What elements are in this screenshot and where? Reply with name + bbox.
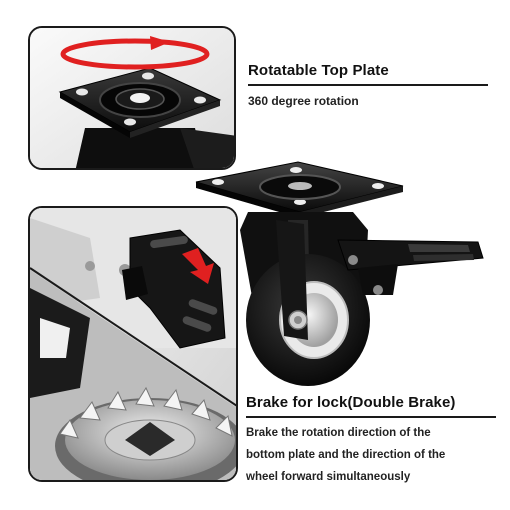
top-plate-caption: Rotatable Top Plate 360 degree rotation xyxy=(248,62,488,108)
top-plate-detail-image xyxy=(28,26,236,170)
caster-wheel-image xyxy=(188,160,488,390)
rotation-arrow-icon xyxy=(60,36,210,70)
brake-title: Brake for lock(Double Brake) xyxy=(246,394,456,411)
press-down-arrow-icon xyxy=(182,248,214,284)
description-line: wheel forward simultaneously xyxy=(246,471,411,483)
brake-description: Brake the rotation direction of the bott… xyxy=(246,422,496,488)
title-underline xyxy=(246,416,496,418)
top-plate-title: Rotatable Top Plate xyxy=(248,62,389,79)
brake-caption: Brake for lock(Double Brake) Brake the r… xyxy=(246,394,496,488)
top-plate-subtitle: 360 degree rotation xyxy=(248,94,359,108)
description-line: bottom plate and the direction of the xyxy=(246,449,446,461)
description-line: Brake the rotation direction of the xyxy=(246,427,431,439)
brake-detail-image xyxy=(28,206,238,482)
title-underline xyxy=(248,84,488,86)
